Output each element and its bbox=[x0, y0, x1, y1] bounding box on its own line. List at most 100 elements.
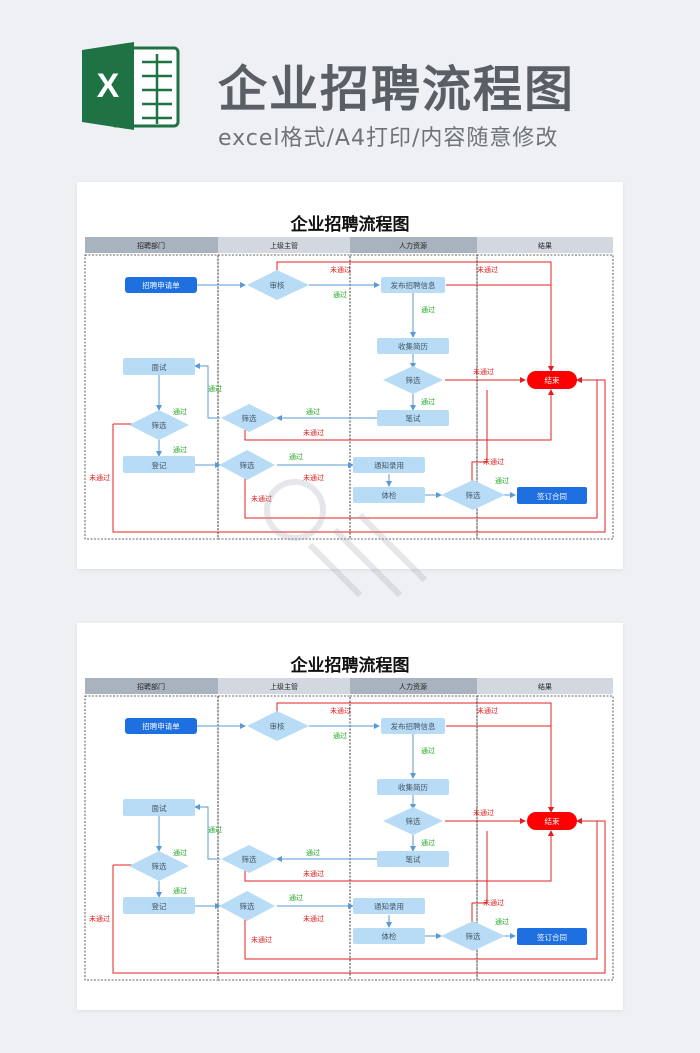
svg-text:未通过: 未通过 bbox=[483, 898, 504, 907]
flowchart-diagram: 招聘部门 上级主管 人力资源 结果 bbox=[84, 237, 614, 540]
svg-text:面试: 面试 bbox=[152, 362, 167, 372]
svg-text:未通过: 未通过 bbox=[473, 808, 494, 817]
svg-text:筛选: 筛选 bbox=[242, 854, 257, 864]
node-end bbox=[527, 371, 577, 389]
flowchart-diagram: 招聘部门 上级主管 人力资源 结果 bbox=[84, 678, 614, 981]
svg-text:通过: 通过 bbox=[421, 305, 435, 314]
svg-text:通过: 通过 bbox=[495, 917, 509, 926]
node-apply bbox=[125, 277, 197, 293]
svg-text:未通过: 未通过 bbox=[330, 706, 351, 715]
svg-text:通过: 通过 bbox=[289, 452, 303, 461]
node-interview bbox=[123, 358, 195, 375]
svg-text:签订合同: 签订合同 bbox=[537, 491, 567, 501]
svg-text:收集简历: 收集简历 bbox=[398, 341, 428, 351]
svg-text:通过: 通过 bbox=[173, 445, 187, 454]
svg-text:通过: 通过 bbox=[421, 746, 435, 755]
lane-header-result bbox=[477, 237, 613, 253]
svg-text:发布招聘信息: 发布招聘信息 bbox=[391, 280, 436, 290]
node-interview bbox=[123, 799, 195, 816]
node-register bbox=[123, 897, 195, 914]
lane-header-hr bbox=[350, 237, 477, 253]
page-title: 企业招聘流程图 bbox=[218, 61, 576, 118]
node-screen-lead1 bbox=[221, 404, 277, 432]
svg-text:收集简历: 收集简历 bbox=[398, 782, 428, 792]
svg-text:筛选: 筛选 bbox=[406, 375, 421, 385]
lane-header-leader bbox=[218, 678, 350, 694]
node-publish bbox=[381, 718, 445, 734]
svg-text:通知录用: 通知录用 bbox=[374, 460, 404, 470]
excel-logo-icon: X bbox=[82, 42, 180, 130]
node-register bbox=[123, 456, 195, 473]
svg-text:未通过: 未通过 bbox=[251, 935, 272, 944]
svg-text:未通过: 未通过 bbox=[303, 428, 324, 437]
lane-header-hr bbox=[350, 678, 477, 694]
svg-text:人力资源: 人力资源 bbox=[399, 682, 427, 691]
svg-text:未通过: 未通过 bbox=[477, 706, 498, 715]
lane-header-recruit bbox=[85, 678, 218, 694]
svg-text:通知录用: 通知录用 bbox=[374, 901, 404, 911]
svg-text:通过: 通过 bbox=[333, 731, 347, 740]
node-screen-dept bbox=[129, 851, 189, 881]
svg-text:登记: 登记 bbox=[152, 460, 167, 470]
svg-text:结果: 结果 bbox=[538, 241, 552, 250]
node-screen-hr bbox=[383, 807, 443, 835]
node-screen-final bbox=[441, 921, 505, 951]
svg-text:招聘部门: 招聘部门 bbox=[137, 241, 165, 250]
svg-text:招聘申请单: 招聘申请单 bbox=[142, 280, 180, 290]
svg-text:通过: 通过 bbox=[421, 838, 435, 847]
watermark-logo-icon bbox=[264, 479, 428, 598]
svg-text:通过: 通过 bbox=[306, 848, 320, 857]
node-publish bbox=[381, 277, 445, 293]
svg-text:通过: 通过 bbox=[208, 384, 222, 393]
svg-text:未通过: 未通过 bbox=[89, 914, 110, 923]
svg-text:未通过: 未通过 bbox=[483, 457, 504, 466]
svg-text:筛选: 筛选 bbox=[466, 490, 481, 500]
svg-text:筛选: 筛选 bbox=[240, 460, 255, 470]
lane-header-leader bbox=[218, 237, 350, 253]
flowchart-card-2: 企业招聘流程图 招聘部门 上级主管 人力资源 结果 bbox=[77, 623, 623, 1010]
page-header: X 企业招聘流程图 excel格式/A4打印/内容随意修改 bbox=[0, 0, 700, 170]
svg-text:结束: 结束 bbox=[545, 375, 560, 385]
page-subtitle: excel格式/A4打印/内容随意修改 bbox=[218, 126, 559, 151]
svg-text:筛选: 筛选 bbox=[240, 901, 255, 911]
svg-text:未通过: 未通过 bbox=[251, 494, 272, 503]
node-end bbox=[527, 812, 577, 830]
flowchart-title: 企业招聘流程图 bbox=[290, 215, 410, 235]
node-apply bbox=[125, 718, 197, 734]
svg-text:结果: 结果 bbox=[538, 682, 552, 691]
svg-text:筛选: 筛选 bbox=[152, 420, 167, 430]
node-physical bbox=[353, 928, 425, 944]
svg-text:发布招聘信息: 发布招聘信息 bbox=[391, 721, 436, 731]
svg-text:登记: 登记 bbox=[152, 901, 167, 911]
svg-text:通过: 通过 bbox=[306, 407, 320, 416]
svg-text:未通过: 未通过 bbox=[303, 914, 324, 923]
node-review bbox=[247, 711, 309, 741]
svg-text:通过: 通过 bbox=[173, 407, 187, 416]
node-notify bbox=[353, 898, 425, 914]
svg-text:未通过: 未通过 bbox=[303, 473, 324, 482]
lane-header-result bbox=[477, 678, 613, 694]
svg-text:通过: 通过 bbox=[333, 290, 347, 299]
flowchart-title: 企业招聘流程图 bbox=[290, 656, 410, 676]
svg-text:结束: 结束 bbox=[545, 816, 560, 826]
svg-text:通过: 通过 bbox=[208, 825, 222, 834]
svg-text:招聘部门: 招聘部门 bbox=[137, 682, 165, 691]
svg-text:未通过: 未通过 bbox=[473, 367, 494, 376]
svg-text:签订合同: 签订合同 bbox=[537, 932, 567, 942]
svg-text:招聘申请单: 招聘申请单 bbox=[142, 721, 180, 731]
svg-text:未通过: 未通过 bbox=[89, 473, 110, 482]
node-written-test bbox=[377, 851, 449, 867]
svg-text:上级主管: 上级主管 bbox=[270, 241, 298, 250]
svg-text:体检: 体检 bbox=[382, 490, 397, 500]
svg-text:筛选: 筛选 bbox=[406, 816, 421, 826]
svg-text:笔试: 笔试 bbox=[406, 413, 421, 423]
node-collect bbox=[377, 338, 449, 354]
node-contract bbox=[517, 928, 587, 945]
svg-text:通过: 通过 bbox=[495, 476, 509, 485]
svg-text:X: X bbox=[97, 67, 120, 105]
svg-text:通过: 通过 bbox=[421, 397, 435, 406]
svg-text:筛选: 筛选 bbox=[466, 931, 481, 941]
node-screen-lead1 bbox=[221, 845, 277, 873]
svg-text:体检: 体检 bbox=[382, 931, 397, 941]
flowchart-card-1: 企业招聘流程图 招聘部门 上级主管 人力资源 结果 bbox=[77, 182, 623, 569]
